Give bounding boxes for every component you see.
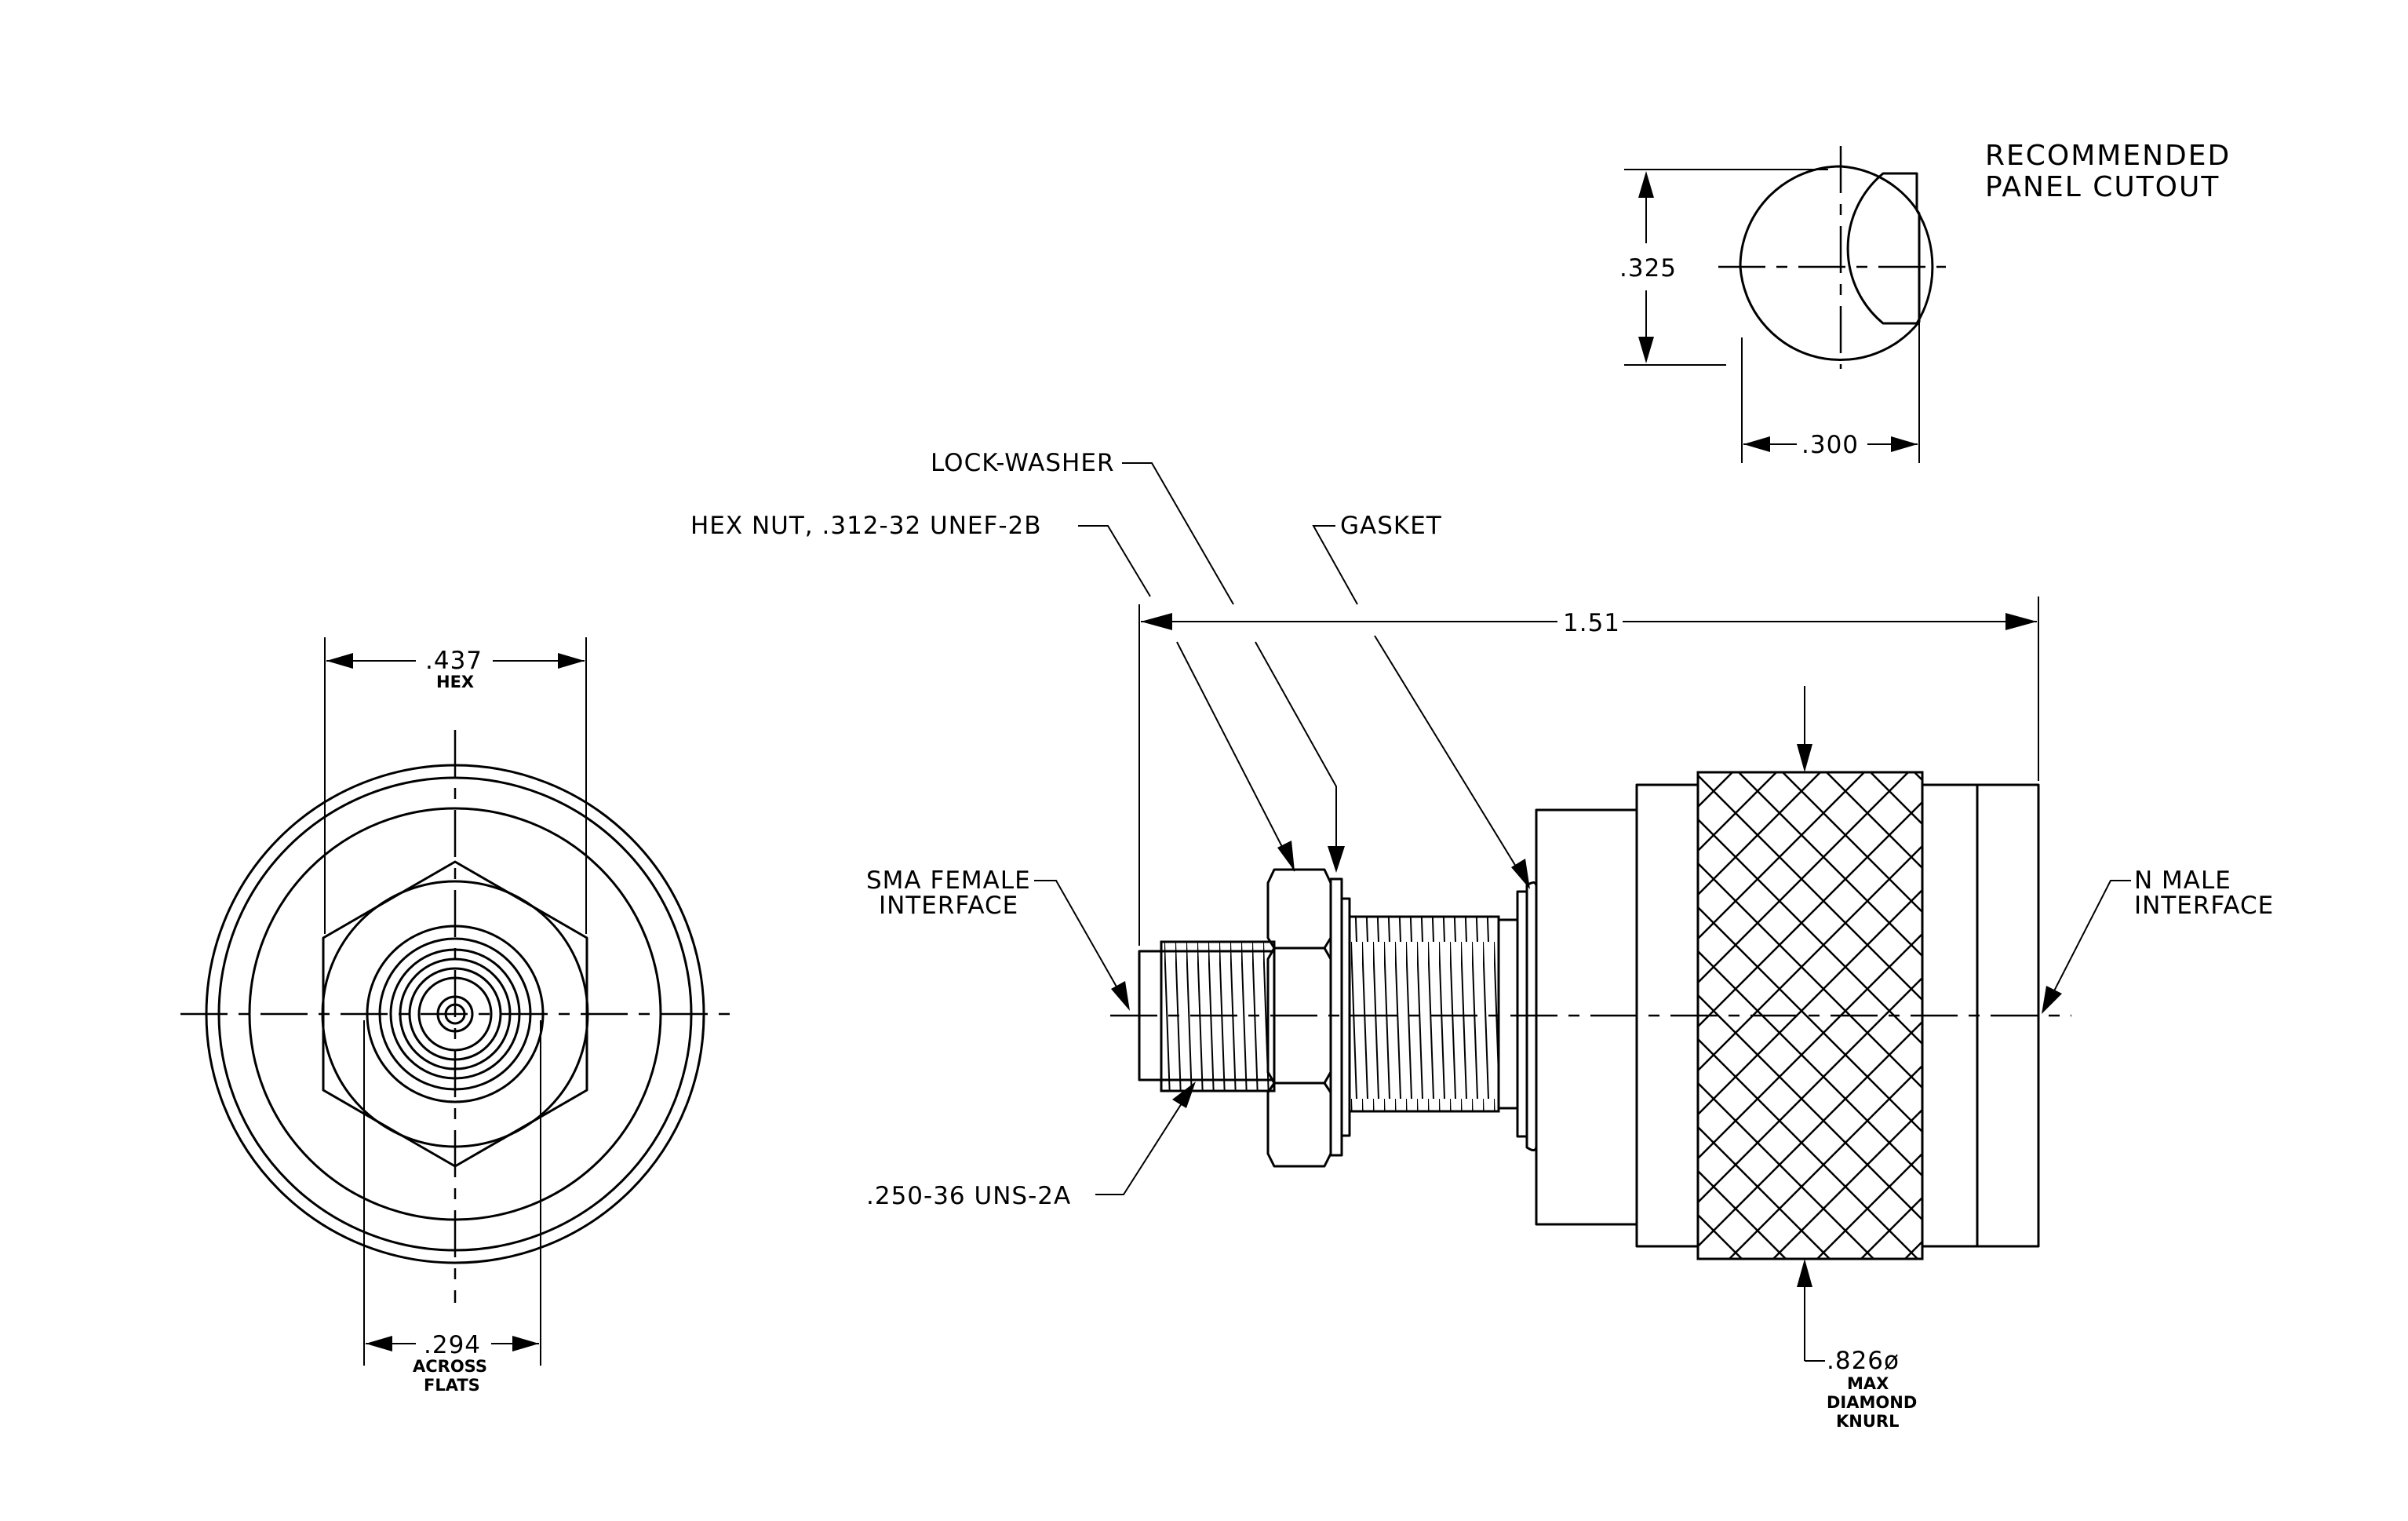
lock-washer-label: LOCK-WASHER [931, 449, 1115, 477]
gasket-label: GASKET [1340, 512, 1442, 540]
flats-dim: .294 [424, 1331, 481, 1359]
sma-label-line1: SMA FEMALE [866, 866, 1031, 895]
end-view: .437 HEX .294 ACROSS FLATS [180, 637, 730, 1395]
n-body-flange [1535, 808, 1638, 1226]
cutout-width-dim: .300 [1801, 431, 1859, 459]
body-thread [1348, 915, 1500, 1113]
cutout-outline [1846, 172, 1934, 325]
cutout-title-line2: PANEL CUTOUT [1985, 171, 2220, 203]
sma-label-line2: INTERFACE [879, 892, 1018, 920]
n-label-line1: N MALE [2134, 866, 2231, 895]
knurl-label-1: MAX [1847, 1374, 1889, 1393]
flats-label-2: FLATS [424, 1376, 480, 1395]
cutout-d-shape [1739, 165, 1921, 361]
side-view: 1.51 HEX NUT, .312-32 UNEF-2B LOCK-WASHE… [690, 449, 2274, 1431]
flats-label-1: ACROSS [413, 1357, 487, 1376]
hex-nut-side [1266, 868, 1332, 950]
hex-nut-label: HEX NUT, .312-32 UNEF-2B [690, 512, 1042, 540]
cutout-height-dim: .325 [1619, 254, 1677, 283]
n-label-line2: INTERFACE [2134, 892, 2274, 920]
knurl-label-2: DIAMOND [1827, 1393, 1917, 1412]
knurl-label-3: KNURL [1836, 1412, 1899, 1431]
cutout-title-line1: RECOMMENDED [1985, 140, 2231, 172]
knurl-dim: .826ø [1827, 1347, 1900, 1375]
panel-cutout-view: .325 .300 RECOMMENDED PANEL CUTOUT [1619, 140, 2231, 463]
overall-length-dim: 1.51 [1563, 609, 1620, 637]
thread-label: .250-36 UNS-2A [866, 1182, 1071, 1210]
hex-dim: .437 [425, 647, 483, 675]
hex-label: HEX [436, 673, 474, 691]
lock-washer-side [1329, 877, 1343, 1157]
